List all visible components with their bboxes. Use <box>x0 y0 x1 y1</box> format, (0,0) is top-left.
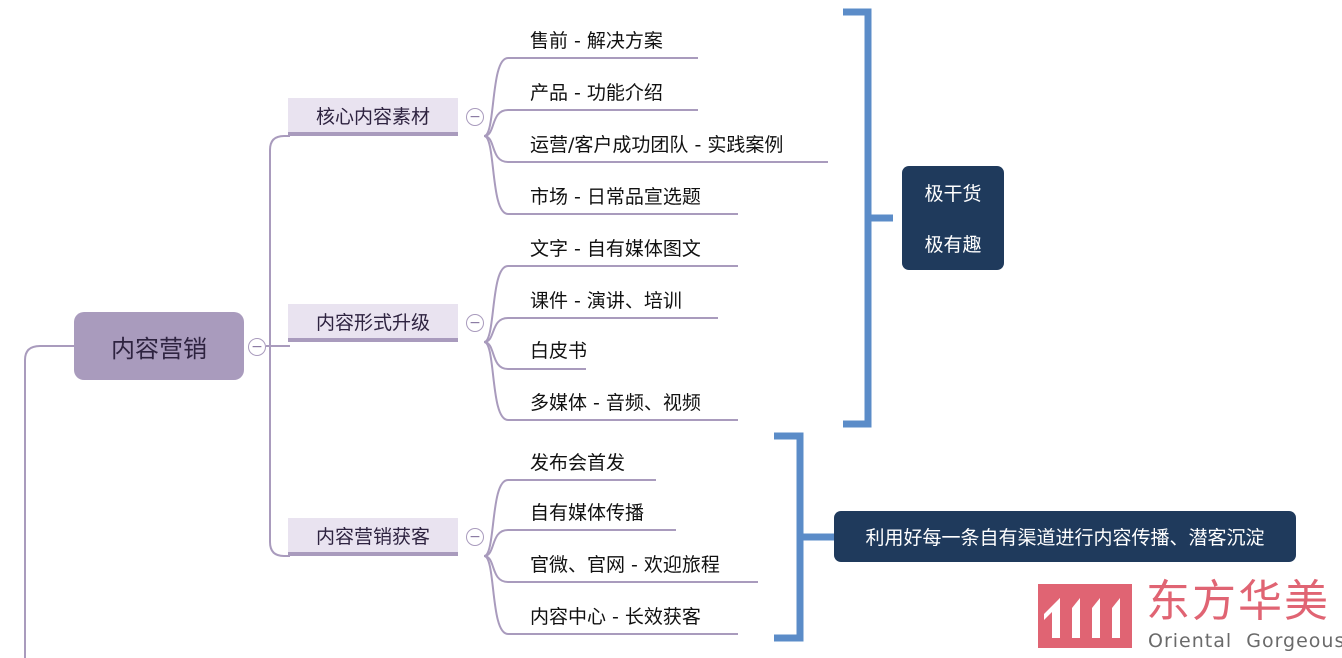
root-to-branch-3 <box>269 346 290 557</box>
leaf-node[interactable]: 白皮书 <box>530 340 588 362</box>
summary-text: 利用好每一条自有渠道进行内容传播、潜客沉淀 <box>865 527 1265 549</box>
leaf-node[interactable]: 发布会首发 <box>530 452 626 474</box>
root-node[interactable]: 内容营销 <box>74 312 244 380</box>
summary-bracket-bottom <box>774 432 834 642</box>
leaf-node[interactable]: 官微、官网 - 欢迎旅程 <box>530 554 720 576</box>
watermark-name-en: Oriental Gorgeous <box>1148 630 1342 652</box>
branch-node-core-content[interactable]: 核心内容素材 <box>288 98 458 136</box>
branch-1-leaf-links <box>483 57 828 215</box>
summary-callout-bottom[interactable]: 利用好每一条自有渠道进行内容传播、潜客沉淀 <box>834 511 1296 562</box>
branch-node-content-format[interactable]: 内容形式升级 <box>288 304 458 342</box>
branch-2-collapse-button[interactable]: − <box>466 314 484 332</box>
branch-label: 核心内容素材 <box>315 105 430 128</box>
leaf-node[interactable]: 文字 - 自有媒体图文 <box>530 238 701 260</box>
leaf-node[interactable]: 课件 - 演讲、培训 <box>530 290 682 312</box>
summary-bracket-top <box>843 8 893 428</box>
branch-3-collapse-button[interactable]: − <box>466 528 484 546</box>
summary-line: 极干货 <box>924 183 982 205</box>
watermark-name-cn: 东方华美 <box>1146 576 1330 627</box>
root-label: 内容营销 <box>111 334 207 363</box>
root-to-branch-1 <box>266 135 290 347</box>
summary-callout-top[interactable]: 极干货 极有趣 <box>902 166 1004 270</box>
root-collapse-button[interactable]: − <box>248 338 266 356</box>
leaf-node[interactable]: 市场 - 日常品宣选题 <box>530 186 701 208</box>
branch-3-leaf-links <box>483 479 758 635</box>
leaf-node[interactable]: 多媒体 - 音频、视频 <box>530 392 701 414</box>
leaf-node[interactable]: 运营/客户成功团队 - 实践案例 <box>530 134 784 156</box>
branch-1-collapse-button[interactable]: − <box>466 108 484 126</box>
root-trunk-line <box>24 345 74 658</box>
leaf-node[interactable]: 售前 - 解决方案 <box>530 30 663 52</box>
leaf-node[interactable]: 内容中心 - 长效获客 <box>530 606 701 628</box>
branch-2-leaf-links <box>483 265 738 421</box>
leaf-node[interactable]: 产品 - 功能介绍 <box>530 82 663 104</box>
branch-node-customer-acquisition[interactable]: 内容营销获客 <box>288 518 458 556</box>
branch-label: 内容营销获客 <box>315 525 430 548</box>
summary-line: 极有趣 <box>924 234 982 256</box>
leaf-node[interactable]: 自有媒体传播 <box>530 502 645 524</box>
branch-label: 内容形式升级 <box>315 311 430 334</box>
brand-logo-icon <box>1038 584 1132 648</box>
